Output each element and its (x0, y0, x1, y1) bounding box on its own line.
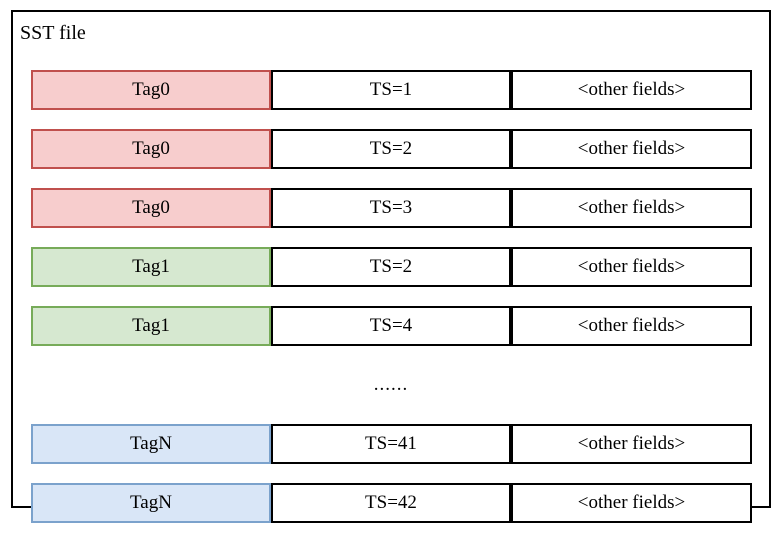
timestamp-cell: TS=42 (271, 483, 511, 523)
tag-cell: TagN (31, 483, 271, 523)
sst-file-title: SST file (20, 22, 86, 44)
timestamp-cell: TS=4 (271, 306, 511, 346)
other-fields-cell: <other fields> (511, 483, 752, 523)
other-fields-cell: <other fields> (511, 306, 752, 346)
other-fields-cell: <other fields> (511, 70, 752, 110)
other-fields-cell: <other fields> (511, 188, 752, 228)
timestamp-cell: TS=2 (271, 247, 511, 287)
tag-cell: Tag1 (31, 306, 271, 346)
tag-cell: Tag1 (31, 247, 271, 287)
tag-cell: Tag0 (31, 188, 271, 228)
tag-cell: Tag0 (31, 70, 271, 110)
table-row: Tag1 TS=4 <other fields> (31, 306, 752, 346)
table-row: Tag0 TS=1 <other fields> (31, 70, 752, 110)
table-row: Tag1 TS=2 <other fields> (31, 247, 752, 287)
timestamp-cell: TS=1 (271, 70, 511, 110)
diagram-canvas: SST file Tag0 TS=1 <other fields> Tag0 T… (11, 10, 771, 523)
timestamp-cell: TS=41 (271, 424, 511, 464)
timestamp-cell: TS=3 (271, 188, 511, 228)
table-row: TagN TS=41 <other fields> (31, 424, 752, 464)
timestamp-cell: TS=2 (271, 129, 511, 169)
tag-cell: Tag0 (31, 129, 271, 169)
other-fields-cell: <other fields> (511, 424, 752, 464)
tag-cell: TagN (31, 424, 271, 464)
table-row: Tag0 TS=3 <other fields> (31, 188, 752, 228)
sst-file-container: SST file Tag0 TS=1 <other fields> Tag0 T… (11, 10, 771, 523)
other-fields-cell: <other fields> (511, 247, 752, 287)
other-fields-cell: <other fields> (511, 129, 752, 169)
ellipsis-indicator: ...... (373, 374, 409, 395)
record-list: Tag0 TS=1 <other fields> Tag0 TS=2 <othe… (31, 70, 752, 542)
ellipsis-row: ...... (31, 365, 752, 405)
table-row: TagN TS=42 <other fields> (31, 483, 752, 523)
table-row: Tag0 TS=2 <other fields> (31, 129, 752, 169)
